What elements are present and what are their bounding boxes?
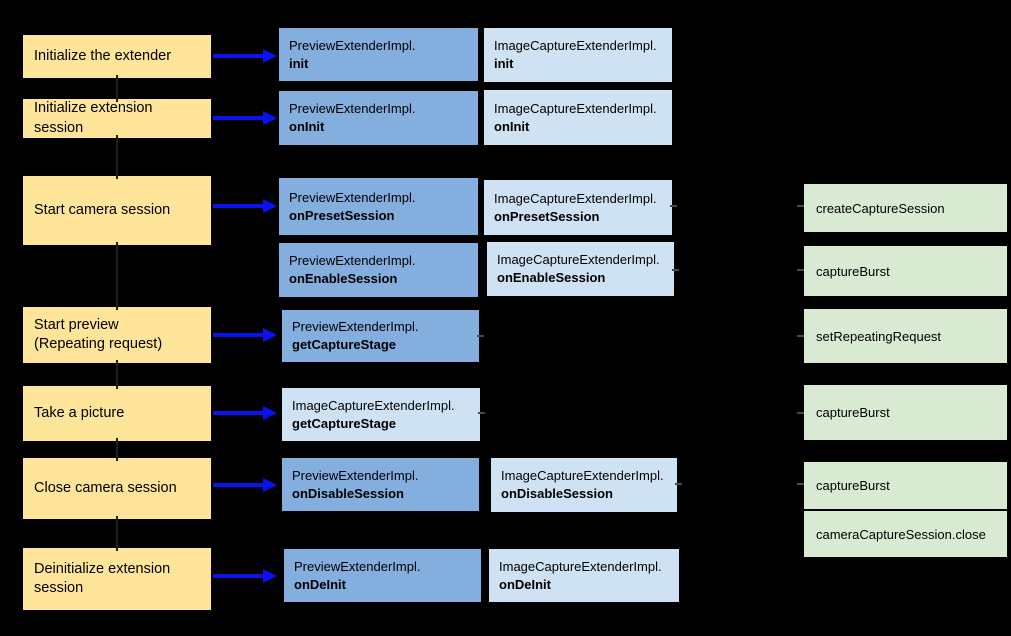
step-take-a-picture: Take a picture — [23, 386, 211, 441]
image-capture-extender-onenablesession: ImageCaptureExtenderImpl. onEnableSessio… — [487, 242, 674, 296]
camera2-createcapturesession: createCaptureSession — [804, 184, 1007, 232]
arrow-head — [263, 199, 277, 213]
step-initialize-the-extender: Initialize the extender — [23, 35, 211, 78]
arrow-line — [213, 54, 263, 58]
method-name: onInit — [289, 119, 325, 134]
preview-extender-onpresetsession: PreviewExtenderImpl. onPresetSession — [279, 178, 478, 235]
call-connector-stub — [477, 335, 484, 337]
arrow-head — [263, 328, 277, 342]
step-connector-line — [116, 75, 118, 102]
class-name: ImageCaptureExtenderImpl. — [494, 190, 657, 206]
class-name: ImageCaptureExtenderImpl. — [494, 38, 657, 53]
method-name: init — [494, 56, 514, 71]
step-close-camera-session: Close camera session — [23, 458, 211, 519]
arrow-head — [263, 406, 277, 420]
class-name: ImageCaptureExtenderImpl. — [494, 100, 657, 116]
arrow-line — [213, 411, 263, 415]
image-capture-extender-init: ImageCaptureExtenderImpl. init — [484, 28, 672, 82]
arrow-line — [213, 333, 263, 337]
preview-extender-getcapturestage: PreviewExtenderImpl. getCaptureStage — [282, 310, 479, 362]
arrow-line — [213, 204, 263, 208]
class-name: PreviewExtenderImpl. — [289, 37, 416, 53]
class-name: PreviewExtenderImpl. — [292, 467, 419, 483]
method-name: getCaptureStage — [292, 415, 397, 431]
step-initialize-extension-session: Initialize extension session — [23, 99, 211, 138]
arrow-head — [263, 569, 277, 583]
arrow-head — [263, 111, 277, 125]
preview-extender-oninit: PreviewExtenderImpl. onInit — [279, 91, 478, 145]
method-name: onPresetSession — [289, 207, 395, 223]
class-name: PreviewExtenderImpl. — [289, 101, 416, 116]
step-connector-line — [116, 360, 118, 389]
image-capture-extender-oninit: ImageCaptureExtenderImpl. onInit — [484, 90, 672, 145]
class-name: ImageCaptureExtenderImpl. — [497, 252, 660, 267]
image-capture-extender-ondisablesession: ImageCaptureExtenderImpl. onDisableSessi… — [491, 458, 677, 512]
arrow-line — [213, 574, 263, 578]
arrow-head — [263, 49, 277, 63]
method-name: onDeInit — [499, 576, 551, 592]
camera2-setrepeatingrequest: setRepeatingRequest — [804, 309, 1007, 363]
step-start-preview: Start preview (Repeating request) — [23, 307, 211, 363]
camera2-cameracapturesession-close: cameraCaptureSession.close — [804, 511, 1007, 557]
class-name: ImageCaptureExtenderImpl. — [292, 397, 455, 413]
preview-extender-ondisablesession: PreviewExtenderImpl. onDisableSession — [282, 458, 479, 511]
method-name: init — [289, 55, 309, 71]
camera2-captureburst-2: captureBurst — [804, 385, 1007, 440]
arrow-line — [213, 483, 263, 487]
class-name: PreviewExtenderImpl. — [289, 189, 416, 205]
camera2-captureburst-1: captureBurst — [804, 246, 1007, 296]
call-connector-stub — [672, 269, 679, 271]
step-connector-line — [116, 516, 118, 551]
image-capture-extender-ondeinit: ImageCaptureExtenderImpl. onDeInit — [489, 549, 679, 602]
call-connector-stub — [797, 205, 804, 207]
arrow-head — [263, 478, 277, 492]
call-connector-stub — [670, 205, 677, 207]
class-name: ImageCaptureExtenderImpl. — [499, 558, 662, 574]
preview-extender-init: PreviewExtenderImpl. init — [279, 28, 478, 81]
class-name: PreviewExtenderImpl. — [289, 253, 416, 268]
method-name: onPresetSession — [494, 208, 600, 224]
method-name: onInit — [494, 118, 530, 134]
method-name: onEnableSession — [289, 271, 398, 286]
step-start-camera-session: Start camera session — [23, 176, 211, 245]
image-capture-extender-onpresetsession: ImageCaptureExtenderImpl. onPresetSessio… — [484, 180, 672, 235]
image-capture-extender-getcapturestage: ImageCaptureExtenderImpl. getCaptureStag… — [282, 388, 480, 441]
call-connector-stub — [675, 483, 682, 485]
class-name: PreviewExtenderImpl. — [292, 319, 419, 334]
call-connector-stub — [797, 335, 804, 337]
method-name: onEnableSession — [497, 270, 606, 285]
call-connector-stub — [478, 412, 485, 414]
method-name: onDeInit — [294, 576, 346, 592]
camera2-captureburst-3: captureBurst — [804, 462, 1007, 509]
method-name: onDisableSession — [292, 485, 404, 501]
call-connector-stub — [797, 483, 804, 485]
call-connector-stub — [797, 412, 804, 414]
preview-extender-ondeinit: PreviewExtenderImpl. onDeInit — [284, 549, 481, 602]
class-name: PreviewExtenderImpl. — [294, 558, 421, 574]
arrow-line — [213, 116, 263, 120]
call-connector-stub — [797, 269, 804, 271]
method-name: getCaptureStage — [292, 337, 397, 352]
step-connector-line — [116, 135, 118, 179]
method-name: onDisableSession — [501, 486, 613, 501]
preview-extender-onenablesession: PreviewExtenderImpl. onEnableSession — [279, 243, 478, 297]
class-name: ImageCaptureExtenderImpl. — [501, 468, 664, 483]
step-deinitialize-extension-session: Deinitialize extension session — [23, 548, 211, 610]
step-connector-line — [116, 242, 118, 310]
step-connector-line — [116, 438, 118, 461]
